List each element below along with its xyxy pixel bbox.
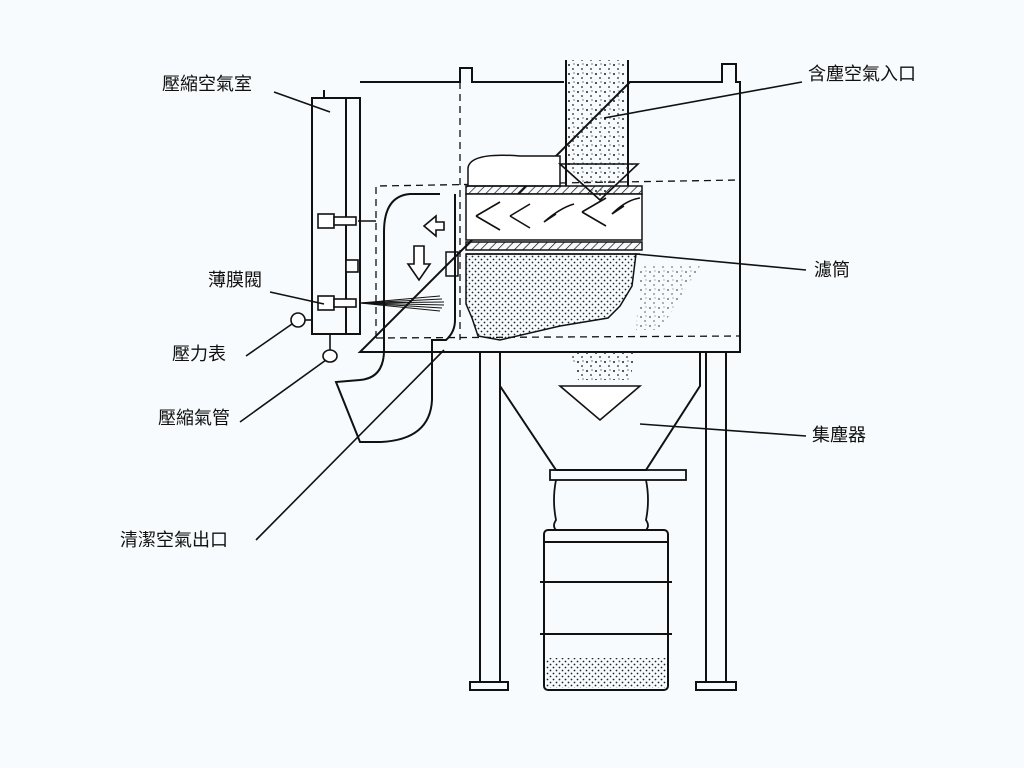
flow-arrow-down (406, 245, 432, 282)
label-compressed-air-chamber: 壓縮空氣室 (162, 74, 252, 95)
housing (357, 63, 741, 353)
label-pressure-gauge: 壓力表 (172, 344, 226, 365)
filter-cartridge-body (465, 154, 643, 341)
label-filter-cartridge: 濾筒 (814, 260, 850, 281)
label-diaphragm-valve: 薄膜閥 (208, 270, 262, 291)
collection-drum (540, 529, 672, 691)
clean-air-duct (334, 193, 456, 443)
inlet-duct (557, 60, 641, 202)
valve-lower (317, 295, 357, 311)
label-dusty-air-inlet: 含塵空氣入口 (808, 64, 916, 85)
pulse-jet-spray (359, 295, 445, 312)
compressed-air-pipe-icon (322, 334, 338, 363)
leader-lines (239, 81, 807, 541)
label-compressed-air-pipe: 壓縮氣管 (158, 408, 230, 429)
internal-dashed-outline (375, 82, 741, 340)
compressed-air-chamber-box (311, 90, 361, 335)
seal-plate (445, 251, 459, 277)
pressure-gauge-icon (290, 312, 312, 328)
flow-arrow-left (422, 214, 445, 238)
label-clean-air-outlet: 清潔空氣出口 (120, 530, 228, 551)
label-dust-collector: 集塵器 (812, 425, 866, 446)
dust-falling (557, 266, 700, 422)
valve-middle (345, 259, 359, 273)
filter-flow-arrows (475, 197, 641, 231)
valve-upper (317, 213, 376, 229)
hopper-sleeve (549, 469, 687, 531)
